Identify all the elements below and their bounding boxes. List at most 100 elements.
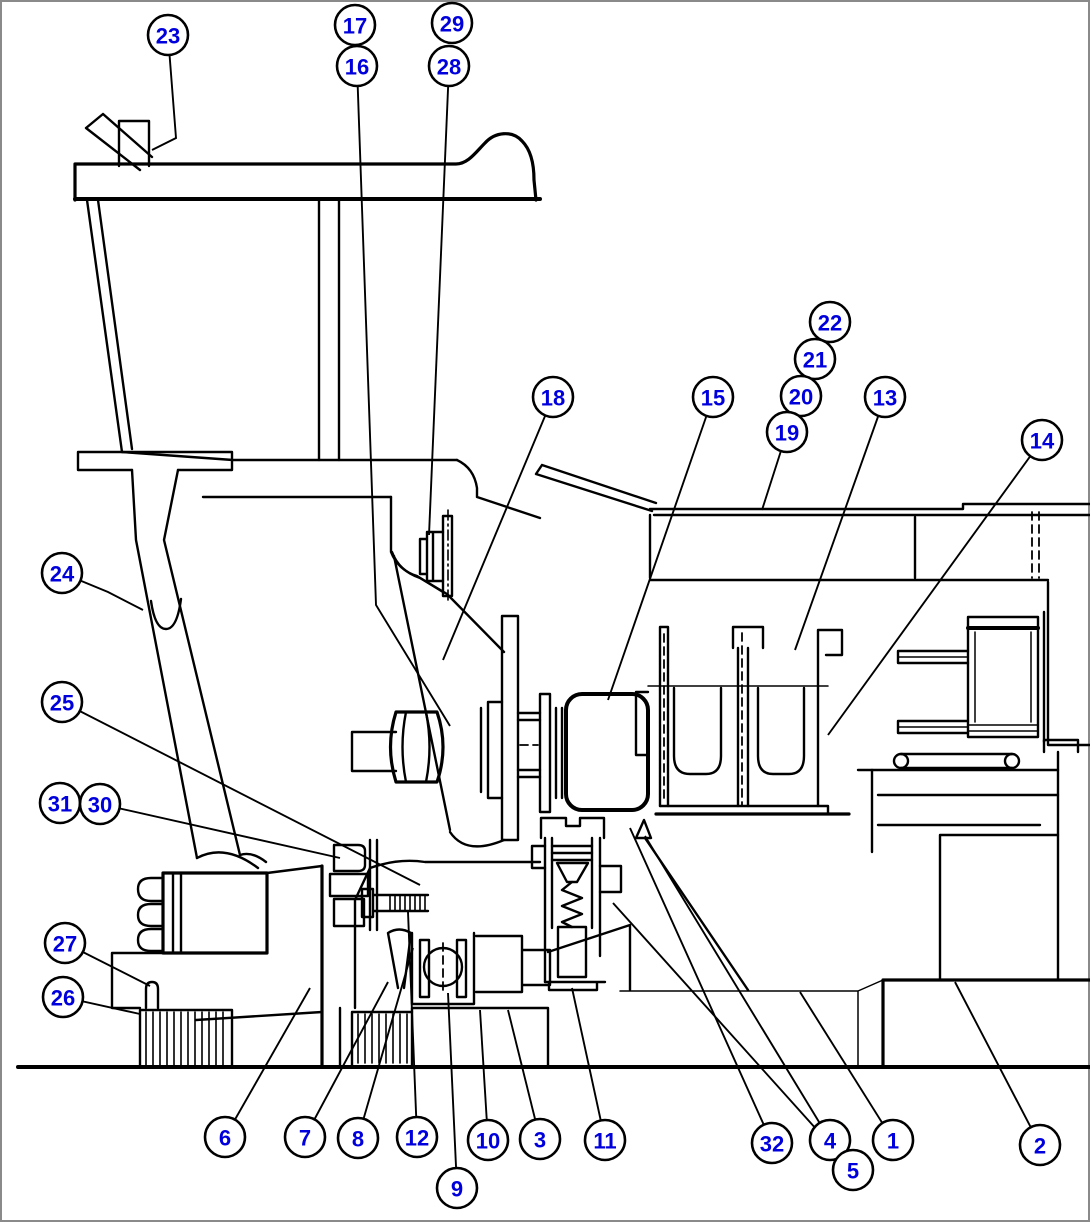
callout-circle-12[interactable] <box>395 1115 439 1159</box>
callout-circle-27[interactable] <box>43 921 87 965</box>
callout-circle-9[interactable] <box>435 1166 479 1210</box>
callout-number-30: 30 <box>88 793 112 818</box>
callout-circle-21[interactable] <box>793 337 837 381</box>
callout-circle-32[interactable] <box>750 1121 794 1165</box>
callout-4[interactable]: 4 <box>808 1118 852 1162</box>
callout-circle-7[interactable] <box>283 1115 327 1159</box>
callout-17[interactable]: 17 <box>333 3 377 47</box>
callout-1[interactable]: 1 <box>871 1118 915 1162</box>
callout-circle-26[interactable] <box>41 975 85 1019</box>
leader-line-8 <box>357 947 414 1139</box>
callout-14[interactable]: 14 <box>1020 418 1064 462</box>
leader-lines <box>61 34 1043 1189</box>
callout-circle-24[interactable] <box>40 551 84 595</box>
callout-number-12: 12 <box>405 1126 429 1151</box>
callout-circle-23[interactable] <box>146 13 190 57</box>
callout-26[interactable]: 26 <box>41 975 85 1019</box>
callout-circle-2[interactable] <box>1018 1123 1062 1167</box>
callout-27[interactable]: 27 <box>43 921 87 965</box>
callout-circle-14[interactable] <box>1020 418 1064 462</box>
callout-11[interactable]: 11 <box>583 1118 627 1162</box>
callout-circle-28[interactable] <box>427 44 471 88</box>
leader-line-32 <box>629 827 773 1144</box>
callout-circle-11[interactable] <box>583 1118 627 1162</box>
callout-10[interactable]: 10 <box>466 1118 510 1162</box>
callout-number-32: 32 <box>760 1132 784 1157</box>
callout-circle-25[interactable] <box>40 680 84 724</box>
leader-line-9 <box>447 992 458 1189</box>
callout-circle-8[interactable] <box>336 1116 380 1160</box>
callout-number-10: 10 <box>476 1129 500 1154</box>
callout-15[interactable]: 15 <box>691 375 735 419</box>
callout-number-23: 23 <box>156 24 180 49</box>
callout-21[interactable]: 21 <box>793 337 837 381</box>
callout-22[interactable]: 22 <box>808 300 852 344</box>
callout-24[interactable]: 24 <box>40 551 84 595</box>
callout-number-8: 8 <box>352 1127 364 1152</box>
callout-number-7: 7 <box>299 1126 311 1151</box>
callout-number-6: 6 <box>219 1126 231 1151</box>
callout-circle-4[interactable] <box>808 1118 852 1162</box>
callout-circle-13[interactable] <box>863 375 907 419</box>
callout-number-13: 13 <box>873 386 897 411</box>
callout-circle-10[interactable] <box>466 1118 510 1162</box>
leader-line-23 <box>151 34 177 151</box>
pin-bracket <box>896 610 1046 744</box>
callout-5[interactable]: 5 <box>831 1148 875 1192</box>
callout-circle-5[interactable] <box>831 1148 875 1192</box>
callout-6[interactable]: 6 <box>203 1115 247 1159</box>
callout-12[interactable]: 12 <box>395 1115 439 1159</box>
callout-circle-6[interactable] <box>203 1115 247 1159</box>
callout-circle-19[interactable] <box>765 410 809 454</box>
callout-19[interactable]: 19 <box>765 410 809 454</box>
right-block <box>619 738 1090 1069</box>
callout-number-25: 25 <box>50 691 74 716</box>
callout-circle-29[interactable] <box>430 1 474 45</box>
callout-number-21: 21 <box>803 348 827 373</box>
callout-23[interactable]: 23 <box>146 13 190 57</box>
callout-circle-16[interactable] <box>335 44 379 88</box>
callout-number-3: 3 <box>534 1128 546 1153</box>
upper-tank-assembly <box>73 112 542 520</box>
callout-circle-3[interactable] <box>518 1117 562 1161</box>
callout-32[interactable]: 32 <box>750 1121 794 1165</box>
callout-30[interactable]: 30 <box>78 782 122 826</box>
callout-number-1: 1 <box>887 1129 899 1154</box>
callout-number-15: 15 <box>701 386 725 411</box>
callout-8[interactable]: 8 <box>336 1116 380 1160</box>
leader-line-15 <box>607 396 714 701</box>
callout-9[interactable]: 9 <box>435 1166 479 1210</box>
callout-circle-15[interactable] <box>691 375 735 419</box>
leader-line-7 <box>304 981 389 1138</box>
leader-line-1 <box>799 991 894 1141</box>
callout-31[interactable]: 31 <box>38 781 82 825</box>
callout-circle-1[interactable] <box>871 1118 915 1162</box>
leader-line-13 <box>794 396 886 651</box>
callout-number-29: 29 <box>440 12 464 37</box>
callout-20[interactable]: 20 <box>779 374 823 418</box>
callout-13[interactable]: 13 <box>863 375 907 419</box>
hub-assembly <box>350 463 658 848</box>
callout-29[interactable]: 29 <box>430 1 474 45</box>
callout-circle-22[interactable] <box>808 300 852 344</box>
right-top-plate <box>648 502 1090 747</box>
callout-3[interactable]: 3 <box>518 1117 562 1161</box>
leader-line-25 <box>61 701 421 886</box>
callout-number-4: 4 <box>824 1129 837 1154</box>
callout-18[interactable]: 18 <box>531 375 575 419</box>
callout-7[interactable]: 7 <box>283 1115 327 1159</box>
callout-2[interactable]: 2 <box>1018 1123 1062 1167</box>
callout-circle-30[interactable] <box>78 782 122 826</box>
callout-16[interactable]: 16 <box>335 44 379 88</box>
callout-number-20: 20 <box>789 385 813 410</box>
cup-assembly <box>634 625 851 816</box>
callout-25[interactable]: 25 <box>40 680 84 724</box>
leader-line-4 <box>644 835 831 1141</box>
callout-28[interactable]: 28 <box>427 44 471 88</box>
callout-number-11: 11 <box>593 1129 616 1154</box>
callout-number-26: 26 <box>51 986 75 1011</box>
callout-circle-18[interactable] <box>531 375 575 419</box>
